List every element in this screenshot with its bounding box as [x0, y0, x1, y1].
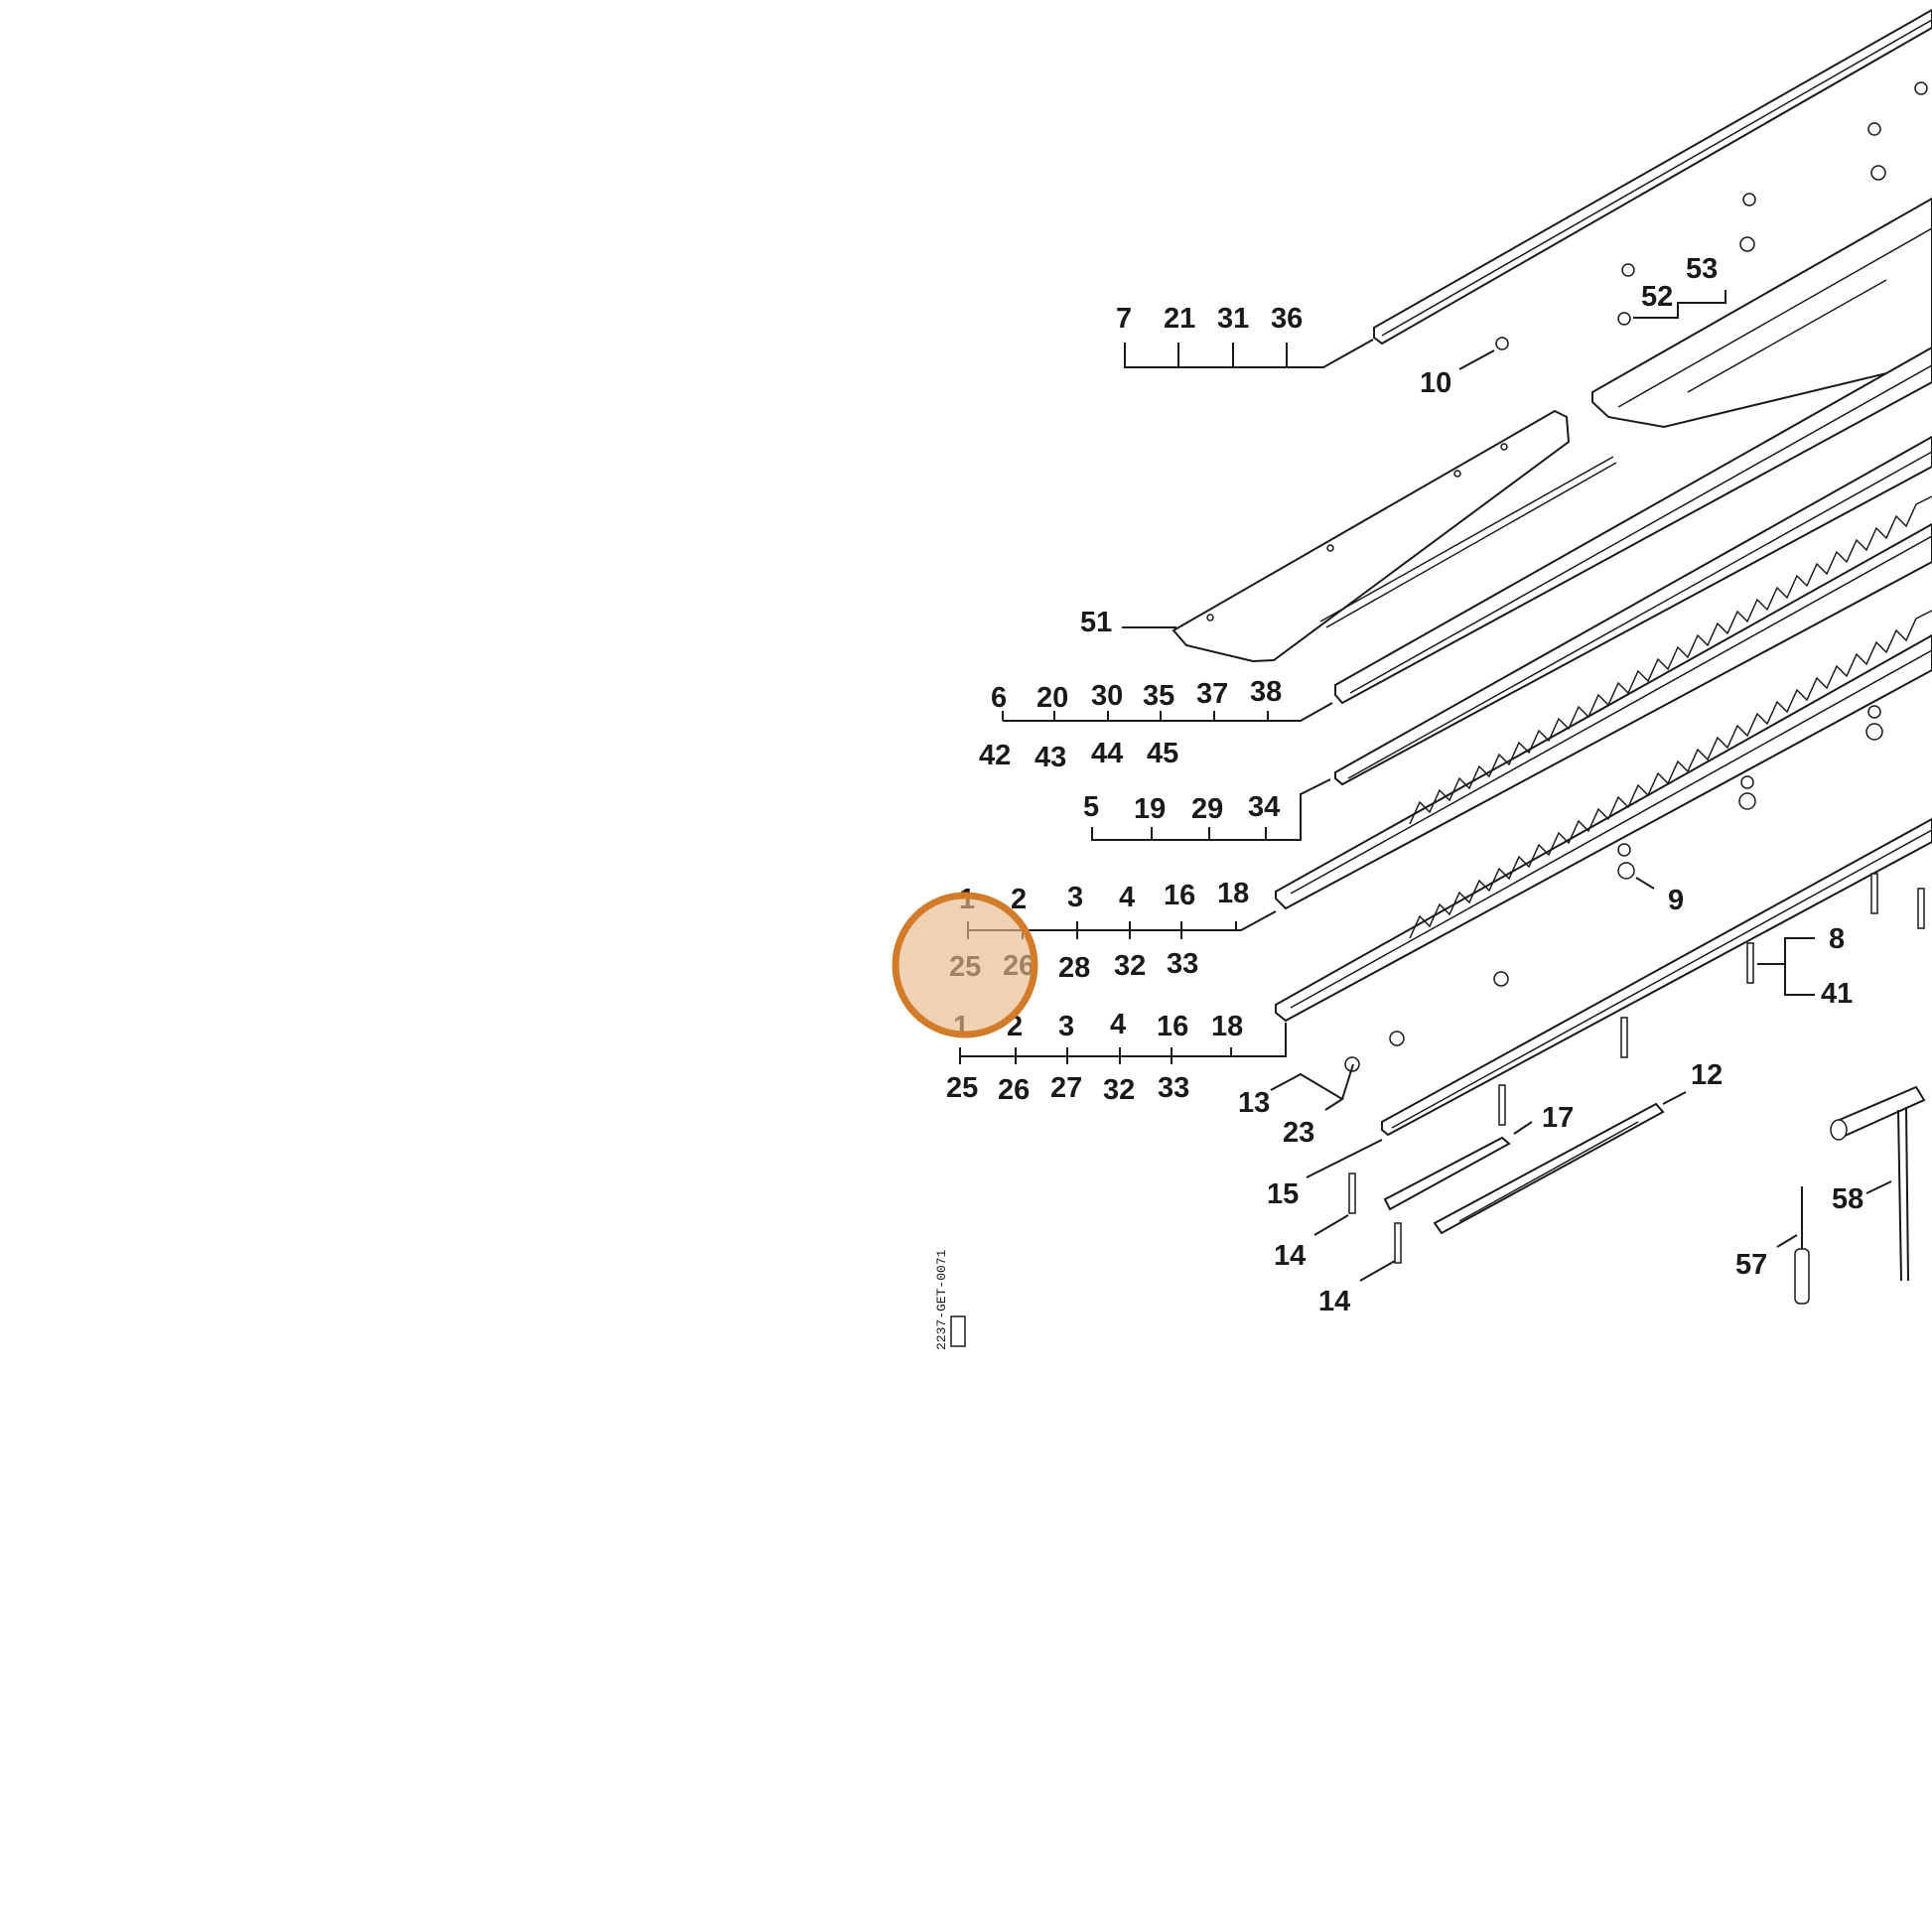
- callout-16b: 16: [1157, 1011, 1188, 1042]
- callout-19: 19: [1134, 793, 1166, 825]
- callout-13: 13: [1238, 1087, 1270, 1119]
- callout-34: 34: [1248, 791, 1280, 823]
- callout-45: 45: [1147, 738, 1178, 769]
- callout-14a: 14: [1274, 1240, 1306, 1272]
- callout-29: 29: [1191, 793, 1223, 825]
- callout-9: 9: [1668, 885, 1684, 916]
- callout-33: 33: [1167, 948, 1198, 980]
- callout-37: 37: [1196, 678, 1228, 710]
- callout-15: 15: [1267, 1178, 1299, 1210]
- callout-35: 35: [1143, 680, 1174, 712]
- highlight-marker[interactable]: [892, 892, 1038, 1038]
- callout-28: 28: [1058, 952, 1090, 984]
- callout-52: 52: [1641, 281, 1673, 313]
- callout-25b: 25: [946, 1072, 978, 1104]
- bolts: [1348, 873, 1925, 1264]
- callout-53: 53: [1686, 253, 1718, 285]
- callout-32b: 32: [1103, 1074, 1135, 1106]
- callout-5: 5: [1083, 791, 1099, 823]
- callout-4: 4: [1119, 882, 1135, 913]
- t-wrench-58: [1830, 1085, 1926, 1282]
- document-code-box: [950, 1315, 966, 1347]
- callout-18: 18: [1217, 878, 1249, 909]
- callout-6: 6: [991, 682, 1007, 714]
- callout-20: 20: [1036, 682, 1068, 714]
- callout-38: 38: [1250, 676, 1282, 708]
- callout-32: 32: [1114, 950, 1146, 982]
- callout-41: 41: [1821, 978, 1853, 1010]
- callout-27b: 27: [1050, 1072, 1082, 1104]
- guide-rail-upper: [1334, 345, 1932, 705]
- callout-4b: 4: [1110, 1009, 1126, 1040]
- screwdriver-57: [1794, 1186, 1810, 1305]
- callout-14b: 14: [1318, 1286, 1350, 1317]
- document-code: 2237-GET-0071: [934, 1249, 949, 1350]
- top-plate: [1591, 197, 1932, 429]
- callout-51: 51: [1080, 607, 1112, 638]
- callout-43: 43: [1035, 742, 1066, 773]
- callout-36: 36: [1271, 303, 1303, 335]
- callout-18b: 18: [1211, 1011, 1243, 1042]
- callout-30: 30: [1091, 680, 1123, 712]
- callout-44: 44: [1091, 738, 1123, 769]
- strip-15: [1383, 1136, 1511, 1211]
- cover-51: [1172, 409, 1571, 663]
- parts-drawing: [1172, 8, 1932, 1305]
- callout-33b: 33: [1158, 1072, 1189, 1104]
- callout-3: 3: [1067, 882, 1083, 913]
- callout-10: 10: [1420, 367, 1451, 399]
- bottom-bar: [1381, 817, 1932, 1137]
- washers: [1344, 81, 1928, 1072]
- callout-12: 12: [1691, 1059, 1723, 1091]
- slotted-strip-12: [1433, 1102, 1665, 1235]
- callout-23: 23: [1283, 1117, 1314, 1149]
- callout-58: 58: [1832, 1183, 1863, 1215]
- callout-21: 21: [1164, 303, 1195, 335]
- callout-16: 16: [1164, 880, 1195, 911]
- callout-57: 57: [1735, 1249, 1767, 1281]
- callout-26b: 26: [998, 1074, 1030, 1106]
- cutter-blade-lower: [1275, 633, 1932, 1023]
- callout-42: 42: [979, 740, 1011, 771]
- callout-3b: 3: [1058, 1011, 1074, 1042]
- callout-2: 2: [1011, 884, 1027, 915]
- callout-8: 8: [1829, 923, 1845, 955]
- callout-7: 7: [1116, 303, 1132, 335]
- callout-31: 31: [1217, 303, 1249, 335]
- callout-17: 17: [1542, 1102, 1574, 1134]
- guide-rail-lower: [1334, 435, 1932, 786]
- cutter-blade-upper: [1275, 522, 1932, 910]
